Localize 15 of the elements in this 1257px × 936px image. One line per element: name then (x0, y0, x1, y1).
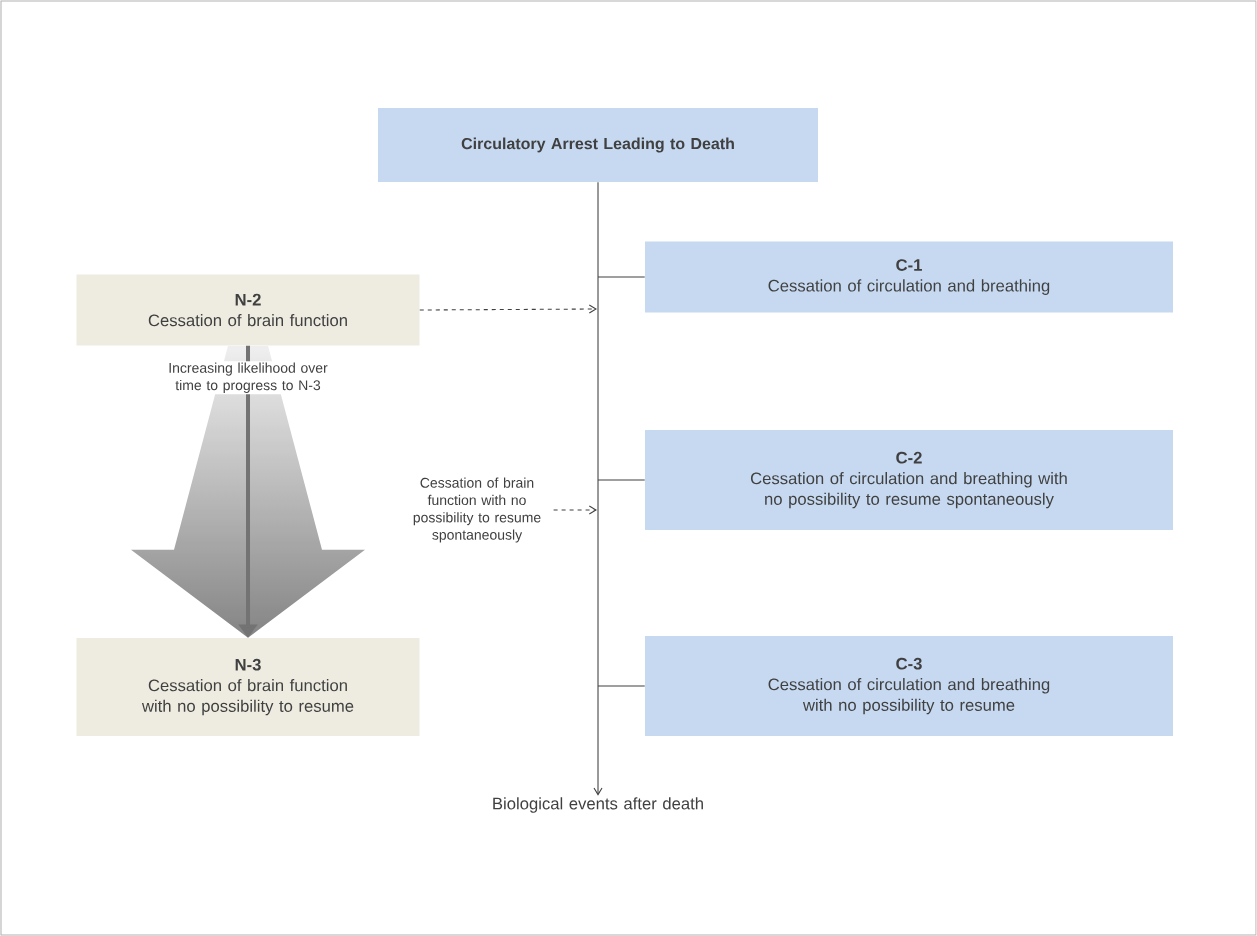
dashed-arrow (553, 505, 597, 515)
dashed-arrow (419, 304, 597, 314)
process-box: Circulatory Arrest Leading to Death (378, 108, 818, 182)
note-text: Cessation of brain function with no possibility to resume spontaneously (413, 477, 541, 543)
end-label: Biological events after death (493, 797, 703, 813)
process-box: C-2 Cessation of circulation and breathing with no possibility to resume spontaneously (645, 430, 1173, 530)
arrow (593, 181, 603, 796)
process-box: N-2 Cessation of brain function (76, 274, 420, 346)
connector-line (597, 479, 646, 481)
process-box: N-3 Cessation of brain function with no possibility to resume (76, 638, 420, 736)
connector-line (597, 685, 646, 687)
process-box: C-3 Cessation of circulation and breathing with no possibility to resume (645, 636, 1173, 736)
process-box: C-1 Cessation of circulation and breathing (645, 241, 1173, 313)
connector-line (597, 276, 646, 278)
edge-label: Increasing likelihood over time to progress to N-3 (156, 361, 340, 395)
